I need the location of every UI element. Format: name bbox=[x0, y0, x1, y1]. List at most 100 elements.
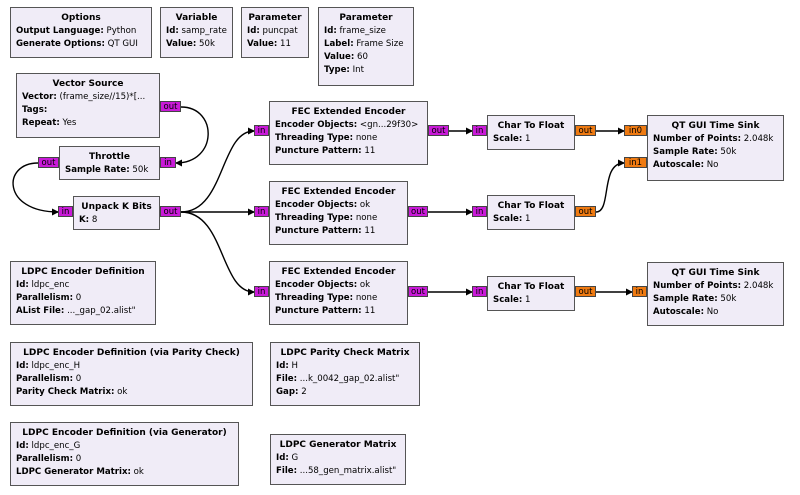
param-value: 11 bbox=[364, 146, 376, 156]
c2f3-in-port[interactable]: in bbox=[472, 286, 487, 297]
throttle-out-port[interactable]: out bbox=[38, 157, 59, 168]
ldpc-parity-check-matrix-block[interactable]: LDPC Parity Check Matrix Id: H File: ...… bbox=[270, 342, 420, 406]
block-title: FEC Extended Encoder bbox=[281, 267, 396, 277]
param-value: 11 bbox=[364, 306, 376, 316]
param-key: Id: bbox=[276, 361, 289, 371]
parameter-puncpat-block[interactable]: Parameter Id: puncpat Value: 11 bbox=[241, 7, 309, 58]
param-value: frame_size bbox=[339, 26, 386, 36]
param-key: Autoscale: bbox=[653, 160, 705, 170]
sink1-in1-port[interactable]: in1 bbox=[624, 157, 647, 168]
fec2-out-port[interactable]: out bbox=[408, 206, 428, 217]
param-key: Autoscale: bbox=[653, 307, 705, 317]
throttle-in-port[interactable]: in bbox=[160, 157, 176, 168]
param-value: none bbox=[355, 213, 378, 223]
param-key: Puncture Pattern: bbox=[275, 226, 362, 236]
char-to-float-3-block[interactable]: Char To Float Scale: 1 bbox=[487, 276, 575, 311]
param-value: ldpc_enc_H bbox=[31, 361, 81, 371]
fec1-in-port[interactable]: in bbox=[254, 125, 269, 136]
vector-source-out-port[interactable]: out bbox=[160, 101, 181, 112]
qt-gui-time-sink-1-block[interactable]: QT GUI Time Sink Number of Points: 2.048… bbox=[647, 115, 784, 181]
param-value: 50k bbox=[199, 39, 215, 49]
ldpc-generator-matrix-block[interactable]: LDPC Generator Matrix Id: G File: ...58_… bbox=[270, 434, 406, 485]
ldpc-encoder-def-generator-block[interactable]: LDPC Encoder Definition (via Generator) … bbox=[10, 422, 239, 486]
param-value: 1 bbox=[525, 295, 531, 305]
param-value: 2 bbox=[301, 387, 307, 397]
param-value: 50k bbox=[720, 147, 737, 157]
c2f1-out-port[interactable]: out bbox=[575, 125, 596, 136]
block-title: Options bbox=[61, 13, 101, 23]
param-key: AList File: bbox=[16, 306, 65, 316]
param-key: Gap: bbox=[276, 387, 299, 397]
fec3-out-port[interactable]: out bbox=[408, 286, 428, 297]
param-key: Type: bbox=[324, 65, 350, 75]
param-key: Parity Check Matrix: bbox=[16, 387, 115, 397]
param-value: Int bbox=[352, 65, 364, 75]
param-key: Value: bbox=[324, 52, 355, 62]
wire-c2f2-sink1 bbox=[595, 159, 625, 213]
param-key: Value: bbox=[247, 39, 278, 49]
sink1-in0-port[interactable]: in0 bbox=[624, 125, 647, 136]
throttle-block[interactable]: Throttle Sample Rate: 50k bbox=[59, 146, 160, 180]
param-value: Frame Size bbox=[356, 39, 404, 49]
param-key: Generate Options: bbox=[16, 39, 105, 49]
param-value: samp_rate bbox=[181, 26, 227, 36]
param-key: Threading Type: bbox=[275, 133, 354, 143]
param-value: 0 bbox=[75, 454, 82, 464]
ldpc-encoder-definition-block[interactable]: LDPC Encoder Definition Id: ldpc_enc Par… bbox=[10, 261, 156, 325]
block-title: FEC Extended Encoder bbox=[281, 187, 396, 197]
unpack-out-port[interactable]: out bbox=[160, 206, 181, 217]
param-key: File: bbox=[276, 374, 298, 384]
char-to-float-2-block[interactable]: Char To Float Scale: 1 bbox=[487, 195, 575, 230]
param-value: QT GUI bbox=[107, 39, 138, 49]
sink2-in-port[interactable]: in bbox=[632, 286, 647, 297]
param-key: LDPC Generator Matrix: bbox=[16, 467, 131, 477]
param-key: Encoder Objects: bbox=[275, 120, 358, 130]
param-value: (frame_size//15)*[... bbox=[59, 92, 146, 102]
param-value: 8 bbox=[91, 215, 98, 225]
fec2-in-port[interactable]: in bbox=[254, 206, 269, 217]
unpack-k-bits-block[interactable]: Unpack K Bits K: 8 bbox=[73, 196, 160, 230]
param-key: Vector: bbox=[22, 92, 57, 102]
block-title: Parameter bbox=[339, 13, 393, 23]
c2f2-out-port[interactable]: out bbox=[575, 206, 596, 217]
c2f1-in-port[interactable]: in bbox=[472, 125, 487, 136]
c2f2-in-port[interactable]: in bbox=[472, 206, 487, 217]
param-key: Parallelism: bbox=[16, 293, 74, 303]
param-value: none bbox=[355, 133, 378, 143]
char-to-float-1-block[interactable]: Char To Float Scale: 1 bbox=[487, 115, 575, 150]
unpack-in-port[interactable]: in bbox=[58, 206, 73, 217]
param-value: ok bbox=[359, 280, 371, 290]
param-value: 11 bbox=[280, 39, 291, 49]
param-key: Value: bbox=[166, 39, 197, 49]
param-value: 1 bbox=[525, 214, 531, 224]
param-key: Tags: bbox=[22, 105, 48, 115]
param-value: ...k_0042_gap_02.alist" bbox=[299, 374, 400, 384]
param-key: Label: bbox=[324, 39, 354, 49]
param-value: H bbox=[291, 361, 298, 371]
fec-extended-encoder-2-block[interactable]: FEC Extended Encoder Encoder Objects: ok… bbox=[269, 181, 408, 245]
param-key: Puncture Pattern: bbox=[275, 146, 362, 156]
vector-source-block[interactable]: Vector Source Vector: (frame_size//15)*[… bbox=[16, 73, 160, 138]
options-block[interactable]: Options Output Language: Python Generate… bbox=[10, 7, 152, 58]
param-key: Id: bbox=[247, 26, 260, 36]
fec3-in-port[interactable]: in bbox=[254, 286, 269, 297]
param-key: Number of Points: bbox=[653, 134, 742, 144]
block-title: Parameter bbox=[248, 13, 302, 23]
param-value: none bbox=[355, 293, 378, 303]
parameter-frame-size-block[interactable]: Parameter Id: frame_size Label: Frame Si… bbox=[318, 7, 414, 86]
param-value: <gn...29f30> bbox=[359, 120, 419, 130]
qt-gui-time-sink-2-block[interactable]: QT GUI Time Sink Number of Points: 2.048… bbox=[647, 262, 784, 326]
block-title: Vector Source bbox=[52, 79, 124, 89]
wire-vecsrc-throttle bbox=[175, 106, 209, 167]
ldpc-encoder-def-parity-check-block[interactable]: LDPC Encoder Definition (via Parity Chec… bbox=[10, 342, 253, 406]
param-key: Id: bbox=[324, 26, 337, 36]
fec-extended-encoder-3-block[interactable]: FEC Extended Encoder Encoder Objects: ok… bbox=[269, 261, 408, 325]
variable-block[interactable]: Variable Id: samp_rate Value: 50k bbox=[160, 7, 233, 58]
block-title: QT GUI Time Sink bbox=[671, 268, 760, 278]
param-value: ok bbox=[359, 200, 371, 210]
fec1-out-port[interactable]: out bbox=[428, 125, 449, 136]
c2f3-out-port[interactable]: out bbox=[575, 286, 596, 297]
wire-unpack-fec3 bbox=[180, 211, 255, 296]
fec-extended-encoder-1-block[interactable]: FEC Extended Encoder Encoder Objects: <g… bbox=[269, 101, 428, 165]
